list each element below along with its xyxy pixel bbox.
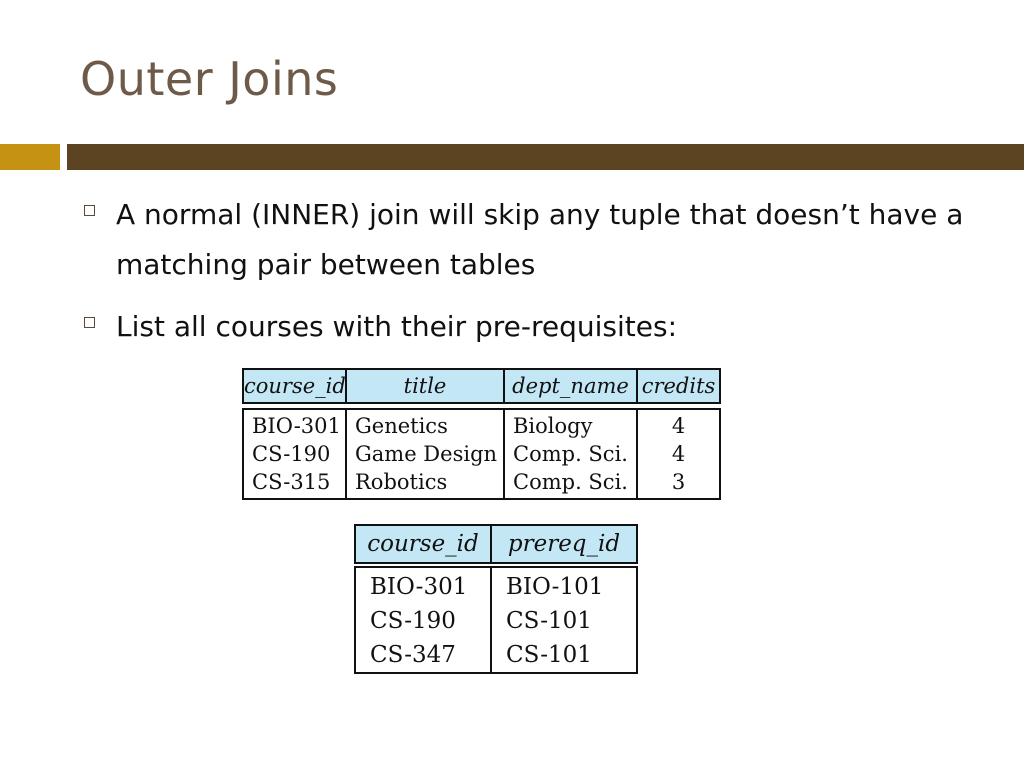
slide-title: Outer Joins xyxy=(80,52,339,106)
prereq-id-column: BIO-101 CS-101 CS-101 xyxy=(492,568,636,672)
prereq-table-body: BIO-301 CS-190 CS-347 BIO-101 CS-101 CS-… xyxy=(354,566,638,674)
header-cell: title xyxy=(347,370,505,402)
bullet-list: A normal (INNER) join will skip any tupl… xyxy=(80,190,980,364)
table-cell: Comp. Sci. xyxy=(513,470,628,494)
prereq-table-header: course_id prereq_id xyxy=(354,524,638,564)
table-cell: BIO-301 xyxy=(370,574,468,600)
table-cell: Biology xyxy=(513,414,593,438)
bullet-item: A normal (INNER) join will skip any tupl… xyxy=(80,190,980,290)
header-cell: course_id xyxy=(356,526,492,562)
square-bullet-icon xyxy=(84,317,95,328)
table-cell: CS-190 xyxy=(252,442,331,466)
course-table-body: BIO-301 CS-190 CS-315 Genetics Game Desi… xyxy=(242,408,721,500)
bullet-text: A normal (INNER) join will skip any tupl… xyxy=(116,198,964,281)
table-cell: 3 xyxy=(671,470,686,494)
table-cell: CS-347 xyxy=(370,642,456,668)
table-cell: CS-315 xyxy=(252,470,331,494)
table-cell: 4 xyxy=(671,414,686,438)
table-cell: Game Design xyxy=(355,442,498,466)
table-cell: Comp. Sci. xyxy=(513,442,628,466)
accent-bar-brown xyxy=(67,144,1024,170)
credits-column: 4 4 3 xyxy=(638,410,719,498)
square-bullet-icon xyxy=(84,205,95,216)
accent-bar-gold xyxy=(0,144,60,170)
table-cell: BIO-301 xyxy=(252,414,341,438)
dept-name-column: Biology Comp. Sci. Comp. Sci. xyxy=(505,410,638,498)
table-cell: CS-190 xyxy=(370,608,456,634)
bullet-text: List all courses with their pre-requisit… xyxy=(116,310,678,343)
table-cell: CS-101 xyxy=(506,642,592,668)
table-cell: BIO-101 xyxy=(506,574,604,600)
header-cell: credits xyxy=(641,374,716,398)
table-cell: Genetics xyxy=(355,414,448,438)
header-cell: course_id xyxy=(244,370,347,402)
header-cell: dept_name xyxy=(505,370,638,402)
table-cell: 4 xyxy=(671,442,686,466)
course-id-column: BIO-301 CS-190 CS-315 xyxy=(244,410,347,498)
bullet-item: List all courses with their pre-requisit… xyxy=(80,302,980,352)
course-id-column: BIO-301 CS-190 CS-347 xyxy=(356,568,492,672)
title-column: Genetics Game Design Robotics xyxy=(347,410,505,498)
table-cell: Robotics xyxy=(355,470,448,494)
course-table-header: course_id title dept_name credits xyxy=(242,368,721,404)
header-cell: prereq_id xyxy=(507,531,621,557)
table-cell: CS-101 xyxy=(506,608,592,634)
